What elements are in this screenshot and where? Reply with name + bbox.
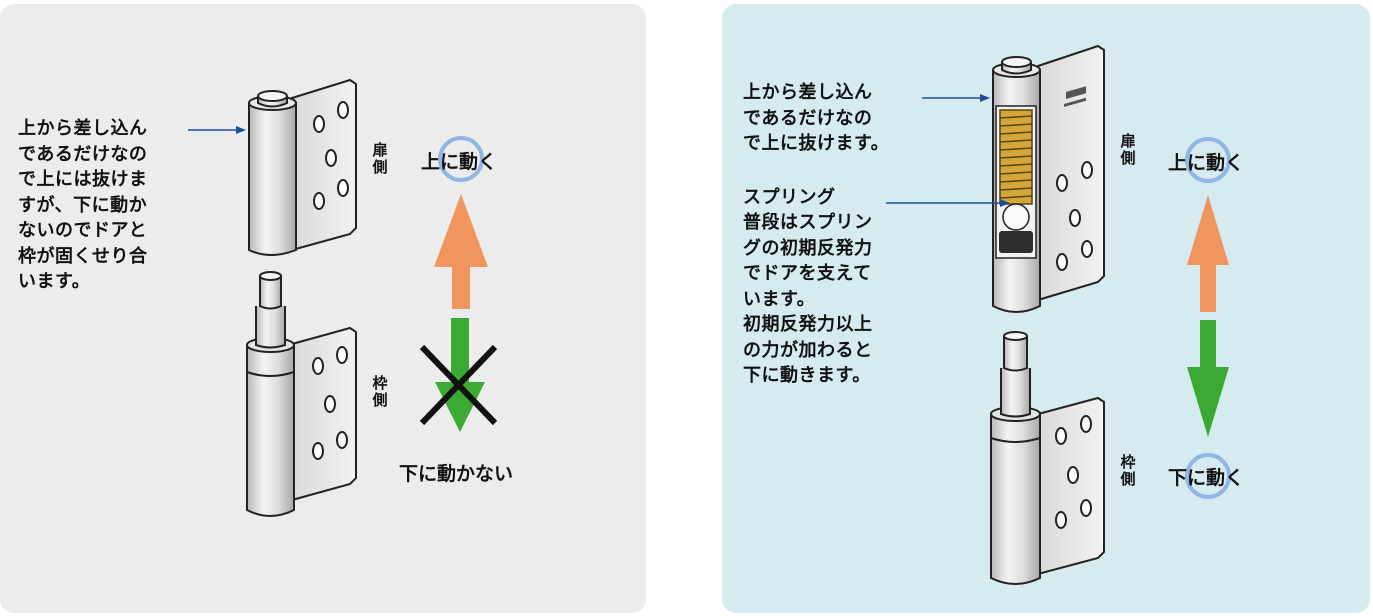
- right-up-arrow: [1187, 195, 1229, 312]
- right-up-label: 上に動く: [1168, 152, 1245, 174]
- left-up-label: 上に動く: [421, 151, 498, 173]
- left-down-label: 下に動かない: [399, 463, 514, 485]
- right-frame-hinge: [990, 331, 1105, 585]
- left-up-arrow: [434, 194, 488, 309]
- left-highlight-circle: [438, 136, 484, 182]
- right-down-label: 下に動く: [1168, 467, 1245, 489]
- cross-mark-icon: [419, 344, 498, 426]
- right-frame-side-label: 枠 側: [1120, 453, 1136, 488]
- left-door-side-label: 扉 側: [372, 141, 388, 176]
- right-down-arrow: [1187, 320, 1229, 437]
- right-up-highlight-circle: [1185, 137, 1231, 183]
- spring-description: 普段はスプリン グの初期反発力 でドアを支えて います。 初期反発力以上 の力が…: [743, 212, 873, 386]
- right-pointer-arrow: [922, 94, 990, 102]
- left-down-arrow: [435, 318, 485, 432]
- left-frame-side-label: 枠 側: [372, 374, 388, 409]
- right-down-highlight-circle: [1185, 453, 1231, 499]
- left-door-hinge: [248, 78, 357, 256]
- brand-mark: [1064, 86, 1086, 107]
- spring-title: スプリング: [743, 187, 836, 208]
- left-pointer-arrow: [188, 126, 246, 134]
- spring-coil: [999, 109, 1033, 253]
- left-description: 上から差し込ん であるだけなの で上には抜けま すが、下に動か ないのでドアと …: [18, 118, 148, 292]
- right-description: 上から差し込ん であるだけなの で上に抜けます。: [743, 82, 890, 154]
- left-frame-hinge: [246, 271, 357, 517]
- right-door-side-label: 扉 側: [1120, 132, 1136, 167]
- spring-pointer-arrow: [886, 199, 1010, 207]
